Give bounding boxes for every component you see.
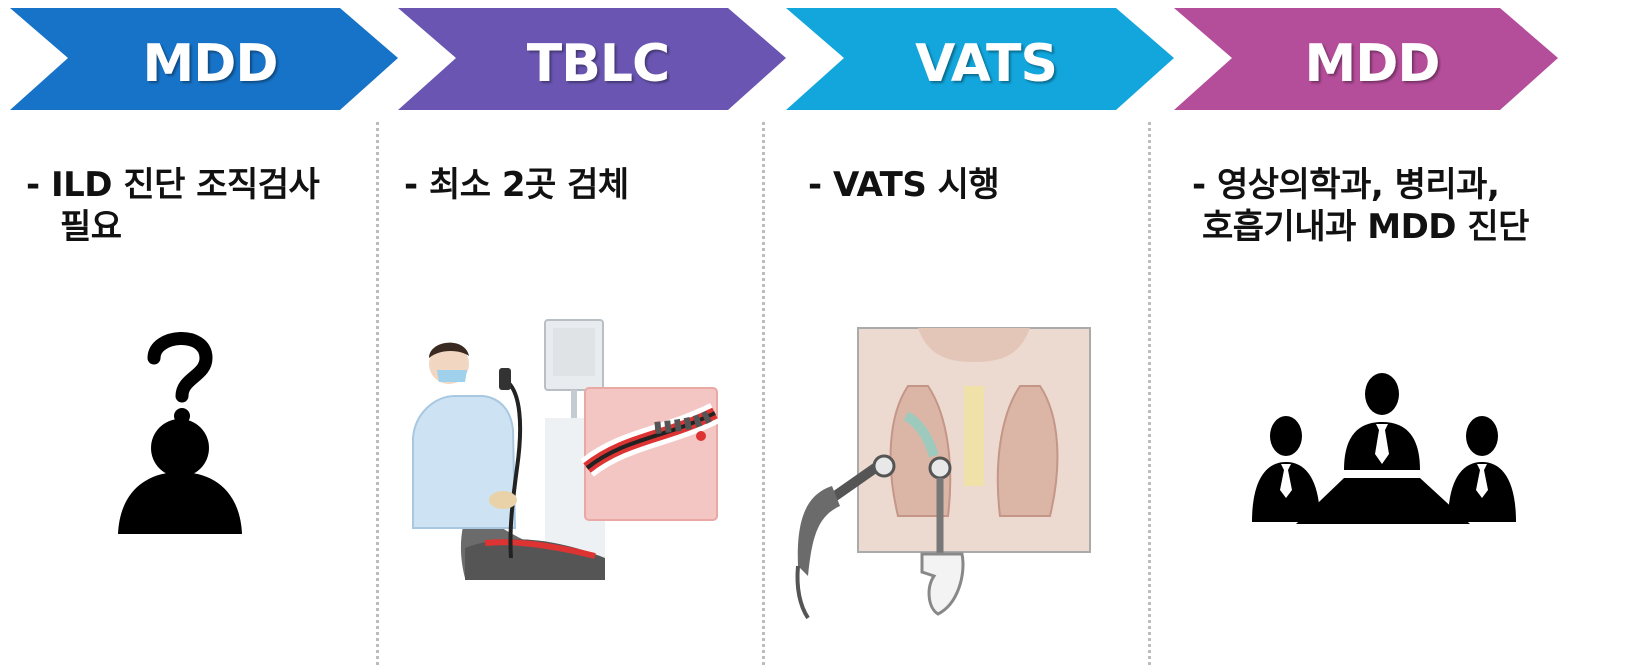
step-4-title: MDD xyxy=(1202,22,1542,106)
step-3-desc-line1: - VATS 시행 xyxy=(808,165,999,205)
step-2-description: - 최소 2곳 검체 xyxy=(404,164,629,206)
step-4-description: - 영상의학과, 병리과, 호흡기내과 MDD 진단 xyxy=(1192,164,1529,248)
person-question-icon xyxy=(110,320,250,540)
step-4-desc-line1: - 영상의학과, 병리과, xyxy=(1192,165,1499,205)
step-1-desc-line2: 필요 xyxy=(26,206,319,248)
step-2-desc-line1: - 최소 2곳 검체 xyxy=(404,165,629,205)
bronchoscopy-illustration xyxy=(405,318,725,583)
column-divider-2 xyxy=(762,122,765,665)
step-4-desc-line2: 호흡기내과 MDD 진단 xyxy=(1192,206,1529,248)
vats-illustration xyxy=(788,326,1093,626)
step-1-description: - ILD 진단 조직검사 필요 xyxy=(26,164,319,248)
column-divider-1 xyxy=(376,122,379,665)
step-2-title: TBLC xyxy=(428,22,768,106)
step-3-title: VATS xyxy=(816,22,1156,106)
meeting-team-icon xyxy=(1248,370,1520,530)
step-3-description: - VATS 시행 xyxy=(808,164,999,206)
step-1-desc-line1: - ILD 진단 조직검사 xyxy=(26,165,319,205)
column-divider-3 xyxy=(1148,122,1151,665)
step-1-title: MDD xyxy=(40,22,380,106)
